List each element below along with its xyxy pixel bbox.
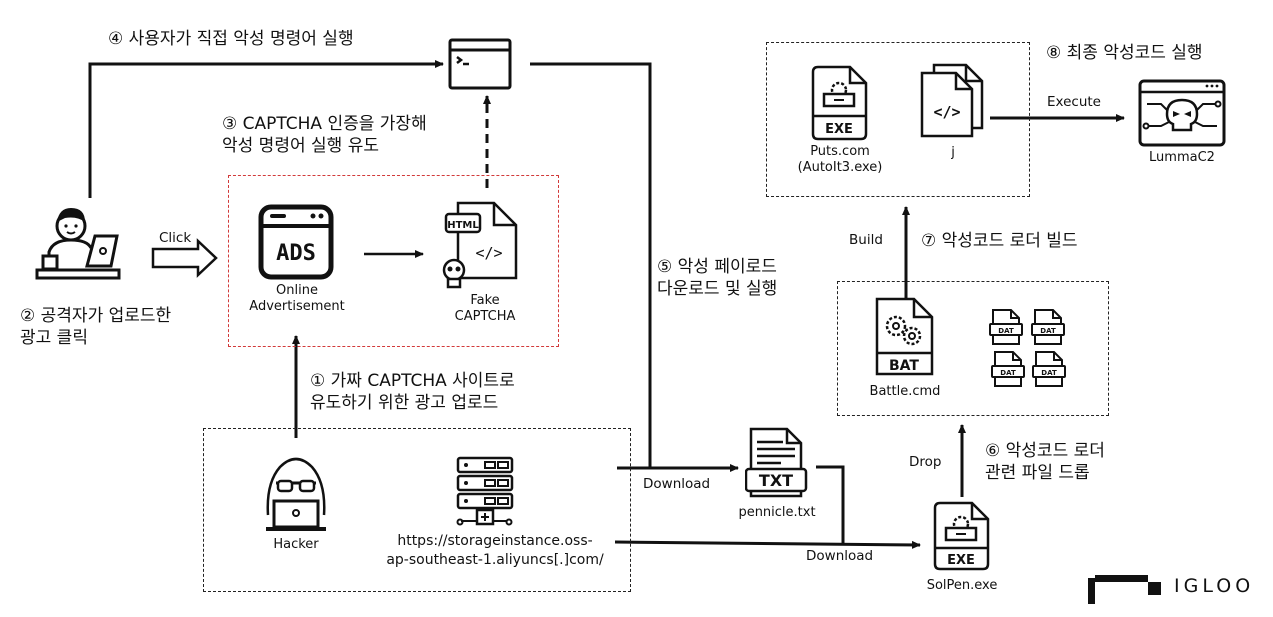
edge-label-download-2: Download xyxy=(806,548,874,564)
bat-file-gears-icon: BAT xyxy=(875,297,934,376)
edge-label-click: Click xyxy=(159,230,192,246)
puts-label: Puts.com (AutoIt3.exe) xyxy=(780,144,900,176)
server-url-label: https://storageinstance.oss- ap-southeas… xyxy=(370,532,620,570)
step-5-label: ⑤ 악성 페이로드 다운로드 및 실행 xyxy=(657,256,777,300)
edge-label-download-1: Download xyxy=(643,476,711,492)
dat-file-icon: DAT xyxy=(1031,309,1065,345)
attacker-group-box xyxy=(203,428,631,592)
txt-label: pennicle.txt xyxy=(738,505,816,520)
html-file-skull-icon: HTML </> xyxy=(442,201,518,289)
igloo-logo-text: IGLOO xyxy=(1174,575,1255,597)
captcha-label-line-1: Fake xyxy=(470,293,500,308)
captcha-label: Fake CAPTCHA xyxy=(440,293,530,325)
captcha-label-line-2: CAPTCHA xyxy=(454,309,516,324)
ad-label-line-2: Advertisement xyxy=(249,299,345,314)
line-txt-to-solpen xyxy=(816,465,845,545)
step-6-line-2: 관련 파일 드롭 xyxy=(985,463,1090,483)
step-3-label: ③ CAPTCHA 인증을 가장해 악성 명령어 실행 유도 xyxy=(222,113,427,157)
line-terminal-to-download xyxy=(530,62,652,468)
edge-label-drop: Drop xyxy=(909,454,942,470)
dat-icon-text: DAT xyxy=(1040,327,1056,335)
autoit-icon-text: EXE xyxy=(825,122,853,137)
j-label: j xyxy=(951,145,955,160)
dat-icon-text: DAT xyxy=(1041,369,1057,377)
lumma-label: LummaC2 xyxy=(1149,150,1215,165)
step-3-line-1: ③ CAPTCHA 인증을 가장해 xyxy=(222,114,427,134)
step-7-label: ⑦ 악성코드 로더 빌드 xyxy=(921,231,1078,251)
dat-file-icon: DAT xyxy=(989,309,1023,345)
dat-file-icon: DAT xyxy=(1032,351,1066,387)
txt-icon-text: TXT xyxy=(759,471,793,490)
malicious-server-icon xyxy=(456,456,514,526)
hacker-label: Hacker xyxy=(273,537,319,552)
puts-label-line-2: (AutoIt3.exe) xyxy=(797,160,883,175)
edge-label-execute: Execute xyxy=(1047,94,1101,110)
ad-label: Online Advertisement xyxy=(238,283,356,315)
html-icon-text: HTML xyxy=(447,220,479,231)
dat-file-icon: DAT xyxy=(991,351,1025,387)
step-2-line-2: 광고 클릭 xyxy=(20,328,88,348)
step-3-line-2: 악성 명령어 실행 유도 xyxy=(222,136,379,156)
step-4-label: ④ 사용자가 직접 악성 명령어 실행 xyxy=(108,29,354,49)
lummac2-malware-icon xyxy=(1138,79,1226,147)
hacker-icon xyxy=(266,457,326,531)
battle-label: Battle.cmd xyxy=(869,384,941,399)
step-5-line-2: 다운로드 및 실행 xyxy=(657,279,778,299)
ads-icon-text: ADS xyxy=(276,241,316,266)
arrow-server-to-solpen xyxy=(614,540,921,549)
script-files-icon: </> xyxy=(920,63,984,138)
solpen-icon-text: EXE xyxy=(947,553,975,568)
ads-browser-icon: ADS xyxy=(258,204,334,280)
step-6-line-1: ⑥ 악성코드 로더 xyxy=(985,441,1105,461)
click-arrow xyxy=(151,238,218,278)
ad-label-line-1: Online xyxy=(276,283,318,298)
step-2-label: ② 공격자가 업로드한 광고 클릭 xyxy=(20,305,171,349)
svg-text:</>: </> xyxy=(933,103,960,121)
svg-text:</>: </> xyxy=(475,244,502,262)
user-at-laptop-icon xyxy=(35,208,121,280)
arrow-user-to-terminal xyxy=(88,60,444,198)
dat-icon-text: DAT xyxy=(998,327,1014,335)
terminal-icon xyxy=(448,38,512,90)
autoit-exe-icon: EXE xyxy=(811,65,868,141)
step-1-line-2: 유도하기 위한 광고 업로드 xyxy=(310,393,499,413)
loader-group-box xyxy=(837,281,1109,416)
step-2-line-1: ② 공격자가 업로드한 xyxy=(20,306,172,326)
igloo-logo-icon xyxy=(1088,575,1161,604)
solpen-exe-icon: EXE xyxy=(933,501,990,571)
dat-icon-text: DAT xyxy=(1000,369,1016,377)
solpen-label: SolPen.exe xyxy=(926,578,998,593)
bat-icon-text: BAT xyxy=(889,358,919,374)
step-1-line-1: ① 가짜 CAPTCHA 사이트로 xyxy=(310,371,515,391)
step-5-line-1: ⑤ 악성 페이로드 xyxy=(657,257,777,277)
final-group-box xyxy=(766,42,1030,197)
step-8-label: ⑧ 최종 악성코드 실행 xyxy=(1046,43,1203,63)
txt-file-icon: TXT xyxy=(745,427,808,498)
edge-label-build: Build xyxy=(849,232,883,248)
step-1-label: ① 가짜 CAPTCHA 사이트로 유도하기 위한 광고 업로드 xyxy=(310,370,515,414)
server-url-line-2: ap-southeast-1.aliyuncs[.]com/ xyxy=(386,552,604,568)
ad-group-box xyxy=(228,175,559,347)
step-6-label: ⑥ 악성코드 로더 관련 파일 드롭 xyxy=(985,440,1105,484)
puts-label-line-1: Puts.com xyxy=(810,144,870,159)
server-url-line-1: https://storageinstance.oss- xyxy=(397,533,593,549)
